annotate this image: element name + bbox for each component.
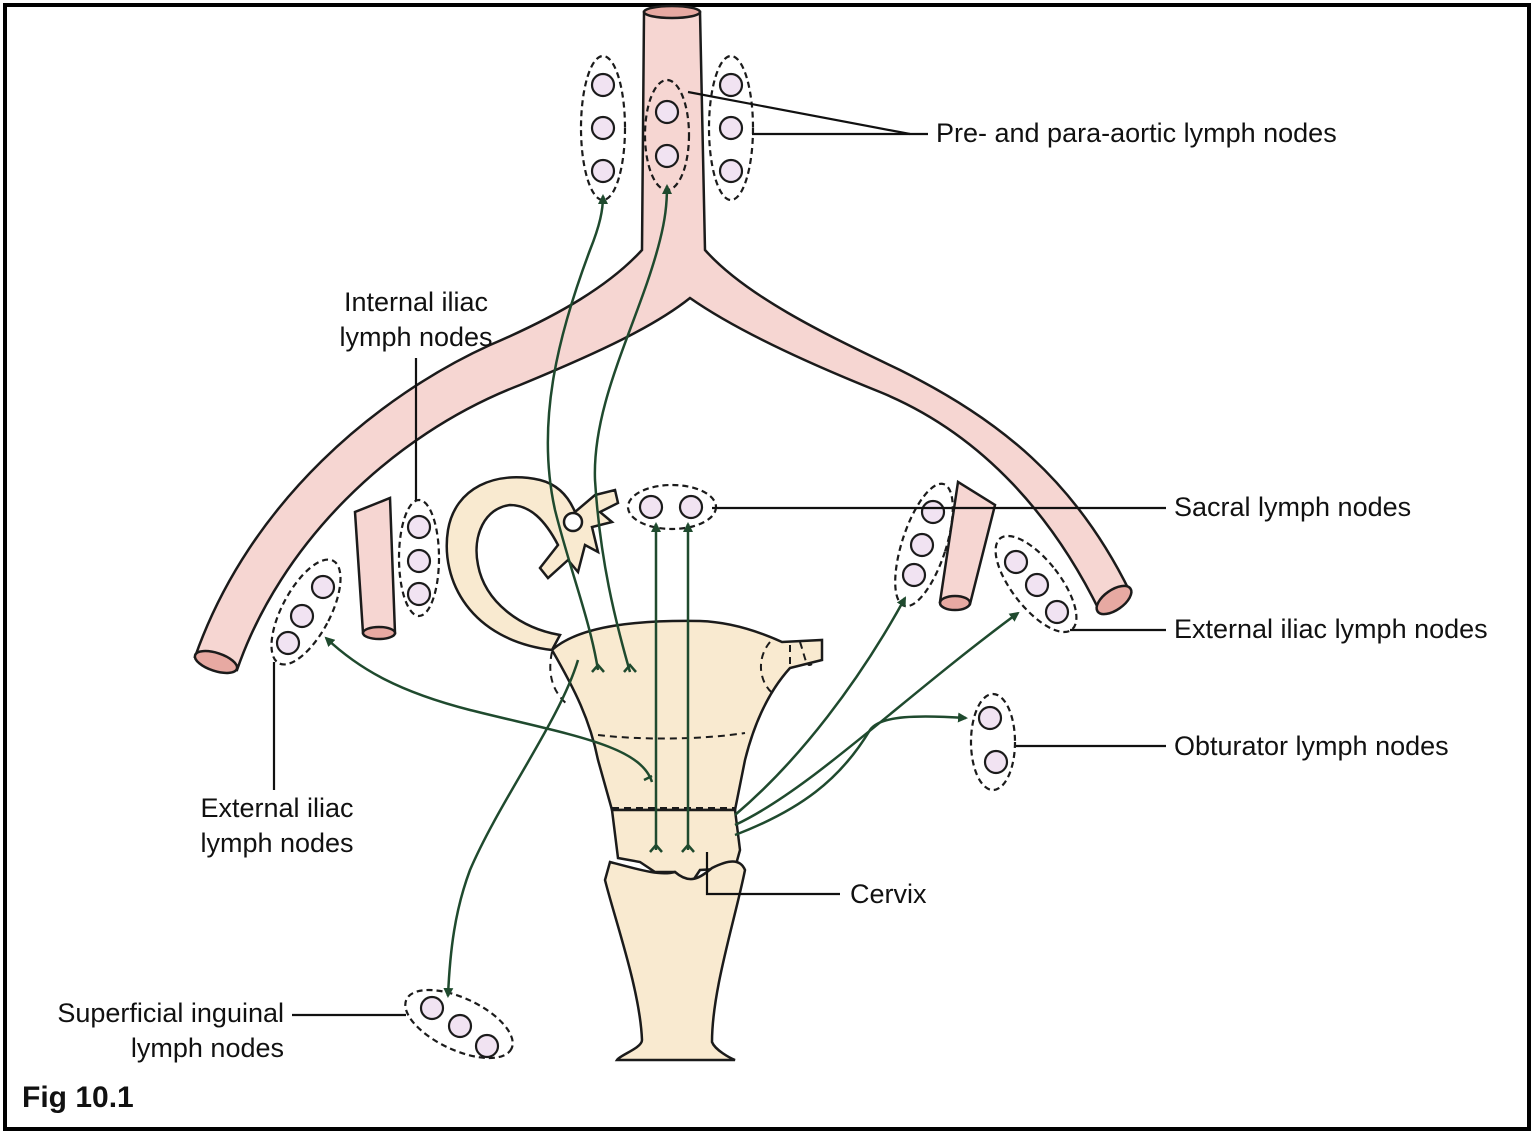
figure-frame: [3, 3, 1531, 1131]
arrow-to-superficial-inguinal: [443, 659, 580, 998]
external-iliac-right-group: [994, 534, 1078, 634]
leader-lines: [272, 90, 1166, 1017]
arrow-to-pre-aortic-left: [546, 194, 608, 671]
arrow-to-obturator: [734, 712, 968, 837]
external-iliac-left-label: External iliac lymph nodes: [180, 791, 374, 861]
arrow-to-pre-aortic-center: [593, 184, 672, 673]
internal-iliac-label-line2: lymph nodes: [339, 322, 493, 352]
external-iliac-left-label-line1: External iliac: [200, 793, 354, 823]
leader-cervix: [705, 852, 840, 896]
internal-iliac-label-line1: Internal iliac: [343, 287, 489, 317]
aorta-main: [193, 10, 1132, 672]
superficial-inguinal-label-line2: lymph nodes: [130, 1033, 284, 1063]
drainage-arrows: [324, 184, 1020, 998]
obturator-label: Obturator lymph nodes: [1174, 731, 1449, 761]
internal-iliac-group: [397, 498, 441, 618]
uterus-dashed-lines: [549, 641, 813, 809]
pre-para-aortic-label: Pre- and para-aortic lymph nodes: [936, 118, 1337, 148]
arrow-to-obturator-left: [734, 596, 907, 816]
aorta-icon: [193, 4, 1133, 675]
external-iliac-left-label-line2: lymph nodes: [200, 828, 354, 858]
superficial-inguinal-label: Superficial inguinal lymph nodes: [26, 996, 284, 1066]
right-internal-iliac-artery: [938, 479, 997, 606]
figure-number: Fig 10.1: [22, 1081, 134, 1114]
internal-iliac-label: Internal iliac lymph nodes: [326, 285, 506, 355]
superficial-inguinal-group: [404, 988, 514, 1060]
pre-aortic-left-group: [579, 54, 627, 202]
arrow-to-external-iliac-right: [734, 611, 1020, 827]
superficial-inguinal-label-line1: Superficial inguinal: [57, 998, 284, 1028]
uterus-icon: [445, 476, 824, 1062]
cervix-label: Cervix: [850, 879, 927, 909]
sacral-label: Sacral lymph nodes: [1174, 492, 1412, 522]
lymph-node-icons: [275, 72, 1070, 1059]
leader-pre-aortic-a: [687, 90, 911, 136]
external-iliac-right-label: External iliac lymph nodes: [1174, 614, 1488, 644]
vagina-shape: [603, 860, 747, 1062]
arrow-to-external-iliac-left: [324, 636, 654, 783]
fallopian-tube: [445, 476, 620, 652]
obturator-group: [969, 692, 1017, 792]
left-internal-iliac-artery: [353, 496, 397, 635]
external-iliac-left-group: [270, 558, 342, 666]
